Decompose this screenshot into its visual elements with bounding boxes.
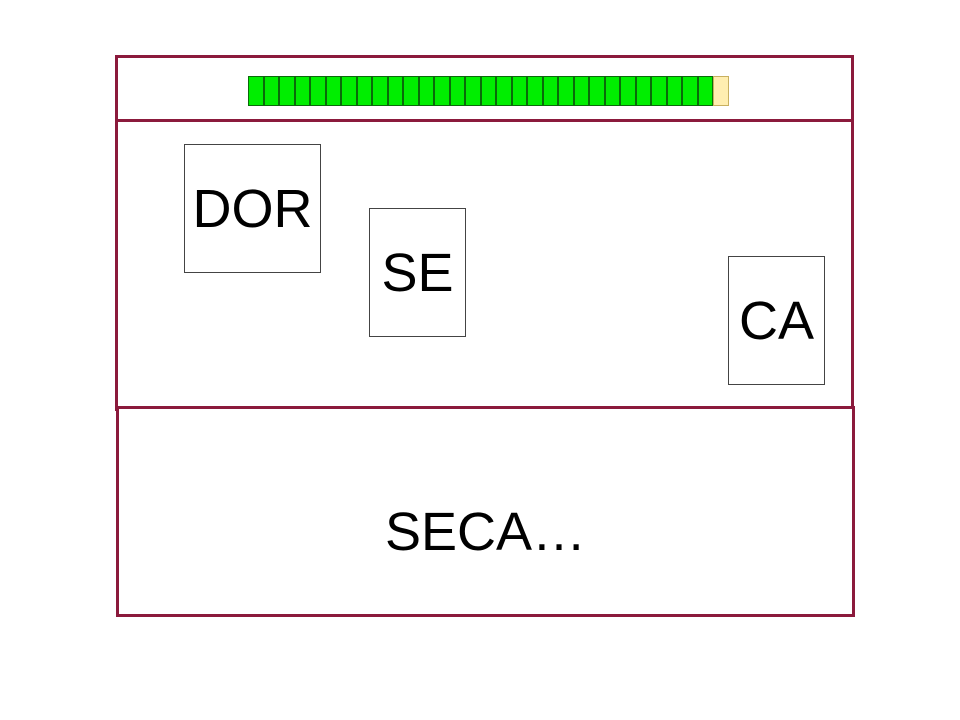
progress-segment-filled — [496, 76, 512, 106]
progress-segment-filled — [341, 76, 357, 106]
syllable-label: CA — [738, 290, 814, 351]
progress-segment-filled — [651, 76, 667, 106]
progress-segment-filled — [279, 76, 295, 106]
progress-segment-filled — [263, 76, 279, 106]
syllable-card-se[interactable]: SE — [369, 208, 466, 337]
progress-bar — [248, 76, 729, 106]
progress-segment-filled — [682, 76, 698, 106]
progress-segment-filled — [589, 76, 605, 106]
progress-segment-filled — [356, 76, 372, 106]
progress-segment-filled — [372, 76, 388, 106]
syllable-card-dor[interactable]: DOR — [184, 144, 321, 273]
progress-segment-filled — [248, 76, 264, 106]
progress-segment-filled — [325, 76, 341, 106]
progress-segment-filled — [620, 76, 636, 106]
progress-segment-filled — [604, 76, 620, 106]
answer-panel — [116, 406, 855, 617]
progress-segment-filled — [449, 76, 465, 106]
syllable-card-ca[interactable]: CA — [728, 256, 825, 385]
progress-segment-filled — [527, 76, 543, 106]
progress-segment-empty — [713, 76, 729, 106]
progress-segment-filled — [480, 76, 496, 106]
progress-segment-filled — [542, 76, 558, 106]
progress-segment-filled — [666, 76, 682, 106]
progress-segment-filled — [635, 76, 651, 106]
progress-segment-filled — [310, 76, 326, 106]
syllable-label: DOR — [192, 178, 313, 239]
progress-segment-filled — [418, 76, 434, 106]
progress-segment-filled — [558, 76, 574, 106]
progress-segment-filled — [511, 76, 527, 106]
syllable-label: SE — [381, 242, 454, 303]
answer-word: SECA… — [384, 502, 587, 562]
progress-segment-filled — [465, 76, 481, 106]
progress-segment-filled — [294, 76, 310, 106]
progress-segment-filled — [697, 76, 713, 106]
progress-segment-filled — [573, 76, 589, 106]
progress-segment-filled — [403, 76, 419, 106]
progress-segment-filled — [434, 76, 450, 106]
progress-segment-filled — [387, 76, 403, 106]
